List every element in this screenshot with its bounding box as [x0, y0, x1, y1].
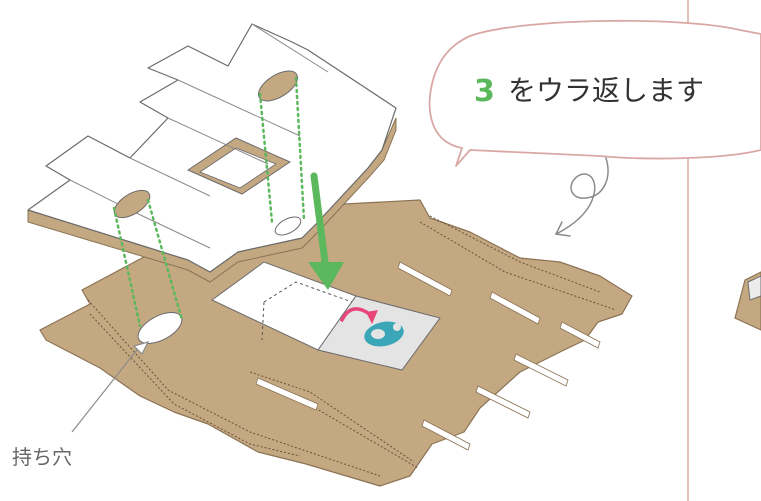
- bubble-text: をウラ返します: [508, 74, 704, 107]
- bubble-step-number: 3: [474, 74, 495, 109]
- curl-arrow-icon: [556, 158, 608, 234]
- handle-hole-label: 持ち穴: [12, 445, 72, 469]
